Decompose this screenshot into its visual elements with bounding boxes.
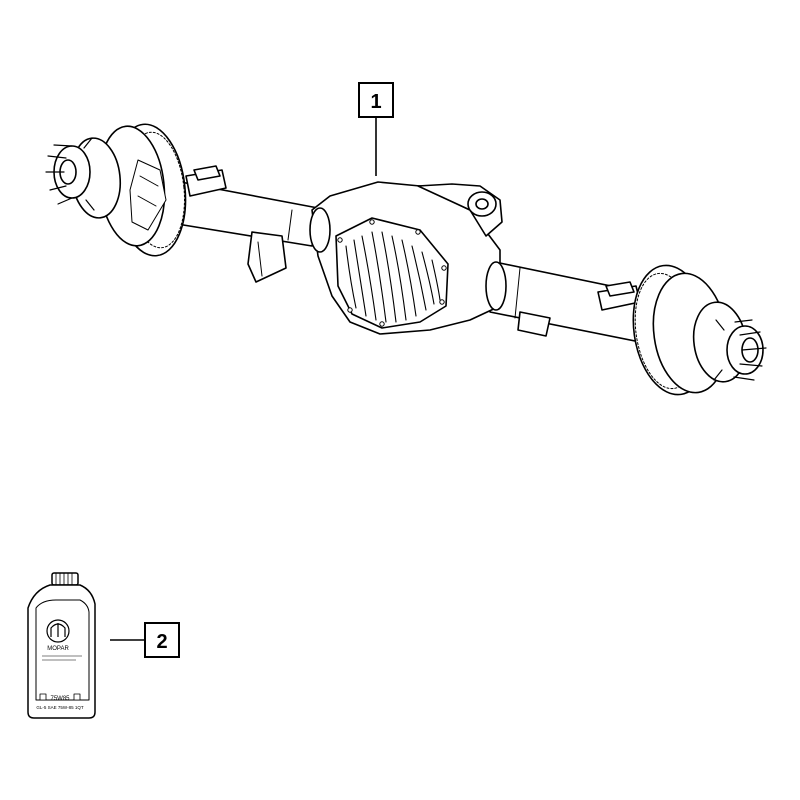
callout-1[interactable]: 1 xyxy=(358,82,394,176)
bottle-brand: MOPAR xyxy=(47,646,69,652)
callout-2-label: 2 xyxy=(156,631,167,653)
differential-housing xyxy=(309,181,507,335)
rear-axle-assembly[interactable] xyxy=(45,121,767,400)
callout-2[interactable]: 2 xyxy=(110,622,180,658)
right-axle-tube xyxy=(489,261,646,343)
left-axle-tube xyxy=(164,165,319,283)
callout-2-box xyxy=(144,622,180,658)
callout-1-box xyxy=(358,82,394,118)
left-brake-rotor xyxy=(45,123,187,257)
callout-1-label: 1 xyxy=(370,91,381,113)
bottle-label-line-2: GL-5 SAE 75W-85 1QT xyxy=(36,705,83,710)
right-brake-rotor xyxy=(632,264,767,396)
mopar-logo xyxy=(46,619,70,643)
gear-oil-bottle[interactable]: MOPAR 75W85 GL-5 SAE 75W-85 1QT xyxy=(27,572,96,719)
bottle-label-line-1: 75W85 xyxy=(50,696,70,702)
